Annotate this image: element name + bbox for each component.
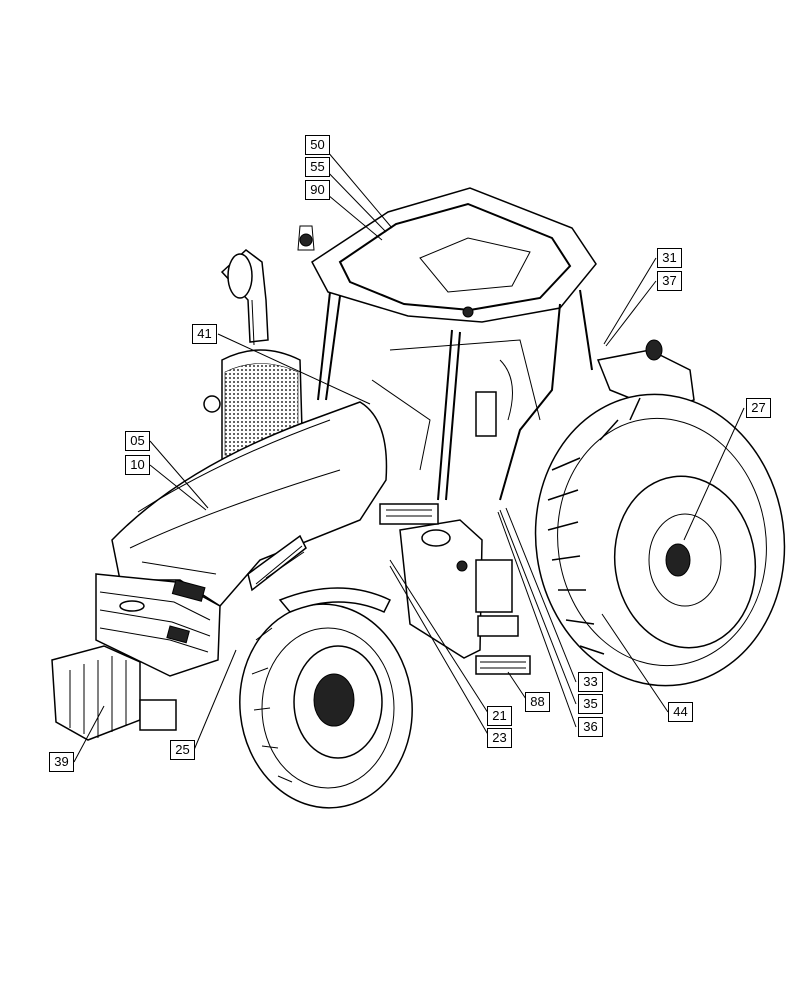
callout-44: 44	[668, 702, 693, 722]
cab-frame	[317, 289, 593, 501]
callout-41: 41	[192, 324, 217, 344]
rear-wheel	[534, 393, 786, 687]
hood	[111, 401, 388, 607]
callout-05: 05	[125, 431, 150, 451]
callout-88: 88	[525, 692, 550, 712]
callout-25: 25	[170, 740, 195, 760]
callout-37: 37	[657, 271, 682, 291]
callout-39: 39	[49, 752, 74, 772]
front-weight	[51, 645, 177, 741]
callout-55: 55	[305, 157, 330, 177]
side-vents	[247, 534, 307, 592]
leader-lines	[73, 144, 745, 763]
callout-31: 31	[657, 248, 682, 268]
front-wheel	[239, 603, 413, 809]
rear-tire-tread	[547, 397, 641, 655]
cab-steps	[379, 503, 531, 675]
fuel-tank	[399, 519, 483, 659]
callout-27: 27	[746, 398, 771, 418]
cab-roof	[297, 187, 597, 323]
exhaust-stack	[220, 249, 269, 346]
callout-23: 23	[487, 728, 512, 748]
callout-50: 50	[305, 135, 330, 155]
callout-35: 35	[578, 694, 603, 714]
callout-90: 90	[305, 180, 330, 200]
front-fender	[278, 587, 392, 613]
front-grille	[95, 573, 221, 677]
callout-10: 10	[125, 455, 150, 475]
callout-33: 33	[578, 672, 603, 692]
callout-21: 21	[487, 706, 512, 726]
callout-36: 36	[578, 717, 603, 737]
